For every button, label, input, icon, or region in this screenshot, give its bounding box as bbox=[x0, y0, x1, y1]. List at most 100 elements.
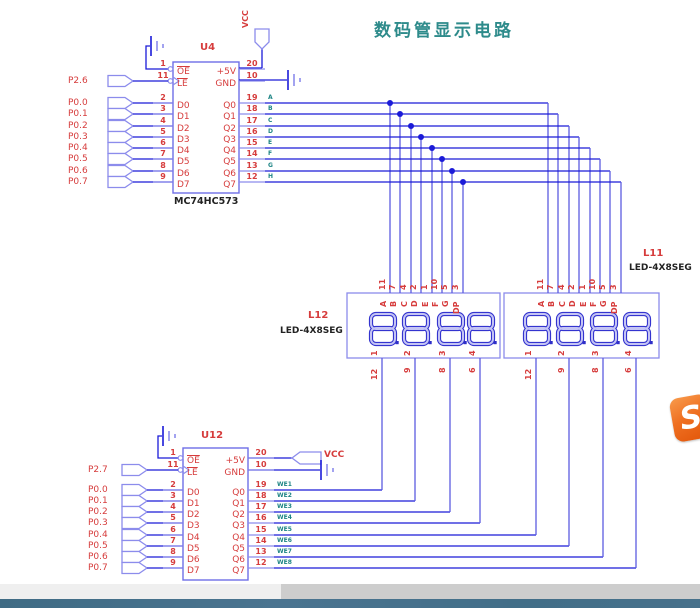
u12-port-label: P0.1 bbox=[88, 496, 108, 506]
u12-port-label: P0.2 bbox=[88, 507, 108, 517]
l11-dp-dot bbox=[549, 341, 553, 345]
u12-pin-name: D1 bbox=[187, 499, 200, 509]
u12-pin-number: 15 bbox=[255, 525, 267, 534]
l11-dp-dot bbox=[649, 341, 653, 345]
l11-top-pin-name: DP bbox=[610, 301, 619, 314]
u4-pin-name: D4 bbox=[177, 146, 190, 156]
u4-pin-number: 14 bbox=[246, 149, 258, 158]
u12-pin-number: 6 bbox=[170, 525, 176, 534]
u12-pin-number: 8 bbox=[170, 547, 176, 556]
u12-body[interactable] bbox=[182, 447, 249, 581]
u4-pin-number: 1 bbox=[160, 59, 166, 68]
l11-bottom-pin-number: 6 bbox=[624, 367, 633, 373]
l11-digit-label: 1 bbox=[524, 350, 533, 356]
u12-pin-name: D0 bbox=[187, 488, 200, 498]
l12-bottom-pin-number: 8 bbox=[438, 367, 447, 373]
u4-port-label: P0.4 bbox=[68, 143, 88, 153]
u12-pin-number: 9 bbox=[170, 558, 176, 567]
u4-net-label: D bbox=[268, 128, 273, 135]
l12-ref: L12 bbox=[308, 310, 329, 321]
u4-pin-name: Q2 bbox=[223, 124, 236, 134]
u4-pin-number: 19 bbox=[246, 93, 258, 102]
u4-pin-name: D7 bbox=[177, 180, 190, 190]
u4-net-label: B bbox=[268, 105, 273, 112]
u4-pin-name: Q6 bbox=[223, 169, 236, 179]
u12-pin-name: D3 bbox=[187, 521, 200, 531]
u4-net-label: H bbox=[268, 173, 274, 180]
u4-port-label: P0.5 bbox=[68, 154, 88, 164]
wire-junction bbox=[429, 145, 435, 151]
u12-port-label: P0.7 bbox=[88, 563, 108, 573]
l11-bottom-pin-number: 9 bbox=[557, 367, 566, 373]
u4-pin-number: 16 bbox=[246, 127, 258, 136]
u4-body[interactable] bbox=[172, 61, 240, 194]
u12-pin-name: D2 bbox=[187, 510, 200, 520]
u12-oe-ground-symbol[interactable] bbox=[157, 426, 178, 459]
u12-net-label: WE8 bbox=[277, 559, 292, 566]
u4-vcc-power-tag[interactable] bbox=[239, 28, 270, 69]
u4-pin-name: Q4 bbox=[223, 146, 236, 156]
l12-part: LED-4X8SEG bbox=[280, 326, 343, 336]
u4-gnd-ground-symbol[interactable] bbox=[239, 70, 301, 90]
u12-pin-number: 11 bbox=[167, 460, 179, 469]
u12-port-label: P0.3 bbox=[88, 518, 108, 528]
u4-oe-ground-symbol[interactable] bbox=[145, 36, 168, 70]
u12-pin-number: 7 bbox=[170, 536, 176, 545]
u12-port-label: P2.7 bbox=[88, 465, 108, 475]
taskbar[interactable] bbox=[0, 599, 700, 608]
u4-pin-name: LE bbox=[177, 79, 188, 89]
u4-pin-number: 3 bbox=[160, 104, 166, 113]
u4-pin-number: 9 bbox=[160, 172, 166, 181]
l12-bottom-pin-number: 12 bbox=[370, 368, 379, 380]
u4-net-label: F bbox=[268, 150, 273, 157]
u4-pin-number: 18 bbox=[246, 104, 258, 113]
u12-port-label: P0.5 bbox=[88, 541, 108, 551]
l12-bottom-pin-number: 9 bbox=[403, 367, 412, 373]
u12-pin-name: Q5 bbox=[232, 544, 245, 554]
u4-pin-bubbles bbox=[167, 66, 181, 86]
u4-pin-number: 12 bbox=[246, 172, 258, 181]
l11-dp-dot bbox=[582, 341, 586, 345]
u12-port-label: P0.6 bbox=[88, 552, 108, 562]
u12-pin-name: Q1 bbox=[232, 499, 245, 509]
u12-pin-number: 2 bbox=[170, 480, 176, 489]
u4-pin-number: 13 bbox=[246, 161, 258, 170]
wire-junction bbox=[387, 100, 393, 106]
u12-net-label: WE1 bbox=[277, 481, 292, 488]
u12-pin-number: 18 bbox=[255, 491, 267, 500]
u12-pin-number: 19 bbox=[255, 480, 267, 489]
wire-network[interactable] bbox=[107, 68, 653, 575]
l11-bottom-pin-number: 12 bbox=[524, 368, 533, 380]
u12-pin-name: Q4 bbox=[232, 533, 245, 543]
l12-digit-label: 3 bbox=[438, 350, 447, 356]
l11-top-pin-number: 3 bbox=[609, 284, 618, 290]
u12-pin-name: D6 bbox=[187, 555, 200, 565]
u12-pin-number: 4 bbox=[170, 502, 176, 511]
l11-digit-label: 2 bbox=[557, 350, 566, 356]
u4-port-label: P0.2 bbox=[68, 121, 88, 131]
u4-pin-number: 15 bbox=[246, 138, 258, 147]
u12-pin-name: D5 bbox=[187, 544, 200, 554]
u4-part: MC74HC573 bbox=[174, 196, 239, 207]
u4-ref: U4 bbox=[200, 42, 216, 53]
l11-dp-dot bbox=[616, 341, 620, 345]
u4-pin-name: D1 bbox=[177, 112, 190, 122]
u12-pin-name: +5V bbox=[225, 456, 245, 466]
u4-pin-number: 2 bbox=[160, 93, 166, 102]
u4-pin-number: 4 bbox=[160, 116, 166, 125]
u12-pin-bubbles bbox=[177, 455, 191, 475]
u12-pin-name: Q7 bbox=[232, 566, 245, 576]
u12-pin-name: LE bbox=[187, 468, 198, 478]
u12-pin-number: 12 bbox=[255, 558, 267, 567]
status-bar-right bbox=[281, 584, 700, 599]
u12-pin-number: 20 bbox=[255, 448, 267, 457]
u12-pin-name: Q2 bbox=[232, 510, 245, 520]
u12-vcc-label: VCC bbox=[324, 450, 345, 460]
u12-net-label: WE5 bbox=[277, 526, 292, 533]
u4-pin-name: D6 bbox=[177, 169, 190, 179]
u4-net-label: C bbox=[268, 117, 273, 124]
u4-pin-number: 5 bbox=[160, 127, 166, 136]
wire-junction bbox=[449, 168, 455, 174]
